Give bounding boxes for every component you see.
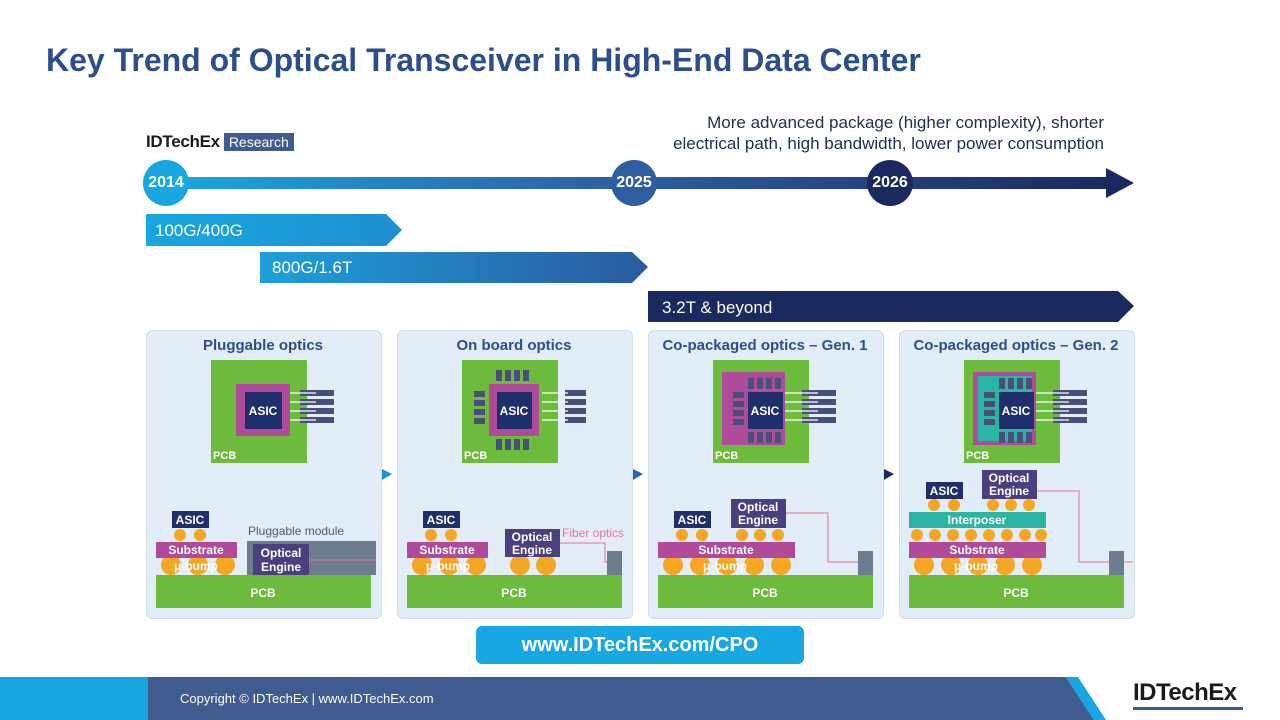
p3-engine-2: Engine	[738, 513, 778, 527]
cpo-url-button[interactable]: www.IDTechEx.com/CPO	[476, 626, 804, 664]
p1-top-asic: ASIC	[249, 404, 278, 418]
p1-asic: ASIC	[176, 513, 205, 527]
p4-interposer: Interposer	[948, 513, 1007, 527]
p4-engine-2: Engine	[989, 484, 1029, 498]
year-2025-marker: 2025	[611, 160, 657, 206]
page-title: Key Trend of Optical Transceiver in High…	[46, 42, 921, 78]
p3-substrate: Substrate	[698, 543, 754, 557]
bar-3-2t-beyond	[648, 291, 1134, 322]
p1-engine-2: Engine	[261, 560, 301, 574]
year-2014-marker: 2014	[143, 160, 189, 206]
panel-arrow-1	[382, 469, 392, 480]
p3-top-pcb: PCB	[715, 450, 738, 462]
footer-idtechex-logo: IDTechEx	[1133, 679, 1237, 706]
cpo1-cross-section: PCB μ-bump Substrate ASIC Optical Engine	[658, 499, 873, 608]
p1-top-pcb: PCB	[213, 450, 236, 462]
p2-top-asic: ASIC	[500, 404, 529, 418]
p1-module-label: Pluggable module	[248, 524, 344, 538]
p2-engine-1: Optical	[512, 530, 553, 544]
p2-substrate: Substrate	[419, 543, 475, 557]
cpo2-top-view: ASIC PCB	[964, 360, 1087, 463]
bar-label-3-2t-beyond: 3.2T & beyond	[662, 298, 773, 317]
p4-bump: μ-bump	[954, 559, 998, 573]
brand-tag: Research	[223, 133, 294, 151]
bar-label-800g-1-6t: 800G/1.6T	[272, 258, 353, 277]
p2-top-pcb: PCB	[464, 450, 487, 462]
panel-title-onboard: On board optics	[456, 337, 572, 354]
bar-800g-1-6t	[260, 252, 648, 283]
idtechex-research-logo: IDTechEx Research	[146, 132, 294, 152]
footer-logo-underline	[1133, 707, 1243, 710]
p4-base-pcb: PCB	[1003, 586, 1029, 600]
p4-top-asic: ASIC	[1002, 404, 1031, 418]
p4-substrate: Substrate	[949, 543, 1005, 557]
bar-label-100g-400g: 100G/400G	[155, 221, 243, 240]
brand-name: IDTechEx	[146, 132, 220, 151]
pluggable-cross-section: PCB μ-bump Substrate ASIC Pluggable modu…	[156, 511, 376, 608]
p3-bump: μ-bump	[703, 559, 747, 573]
p3-asic: ASIC	[678, 513, 707, 527]
p3-engine-1: Optical	[738, 500, 779, 514]
p4-top-pcb: PCB	[966, 450, 989, 462]
p2-base-pcb: PCB	[501, 586, 527, 600]
p4-asic: ASIC	[930, 484, 959, 498]
footer-copyright: Copyright © IDTechEx | www.IDTechEx.com	[180, 691, 434, 706]
bar-100g-400g	[146, 214, 402, 246]
p2-engine-2: Engine	[512, 543, 552, 557]
advanced-note-line-2: electrical path, high bandwidth, lower p…	[673, 134, 1104, 153]
panel-arrow-2	[633, 469, 643, 480]
p1-bump: μ-bump	[174, 559, 218, 573]
advanced-note-line-1: More advanced package (higher complexity…	[707, 113, 1104, 132]
cpo1-top-view: ASIC PCB	[713, 360, 836, 463]
p1-base-pcb: PCB	[250, 586, 276, 600]
cpo2-cross-section: PCB μ-bump Substrate Interposer ASIC Opt…	[909, 470, 1133, 608]
p3-top-asic: ASIC	[751, 404, 780, 418]
panel-title-cpo-gen1: Co-packaged optics – Gen. 1	[662, 337, 868, 354]
panel-title-cpo-gen2: Co-packaged optics – Gen. 2	[913, 337, 1119, 354]
footer-bar	[0, 677, 1106, 720]
p2-bump: μ-bump	[426, 559, 470, 573]
onboard-cross-section: PCB μ-bump Substrate ASIC Optical Engine…	[407, 511, 624, 608]
p3-base-pcb: PCB	[752, 586, 778, 600]
pluggable-top-view: ASIC PCB	[211, 360, 334, 463]
p1-substrate: Substrate	[168, 543, 224, 557]
p2-fiber-label: Fiber optics	[562, 526, 624, 540]
panel-arrow-3	[884, 469, 894, 480]
p4-engine-1: Optical	[989, 471, 1030, 485]
year-2026-marker: 2026	[867, 160, 913, 206]
p1-engine-1: Optical	[261, 546, 302, 560]
panel-title-pluggable: Pluggable optics	[202, 337, 323, 354]
advanced-package-note: More advanced package (higher complexity…	[600, 112, 1104, 154]
onboard-top-view: ASIC PCB	[462, 360, 586, 463]
p2-asic: ASIC	[427, 513, 456, 527]
